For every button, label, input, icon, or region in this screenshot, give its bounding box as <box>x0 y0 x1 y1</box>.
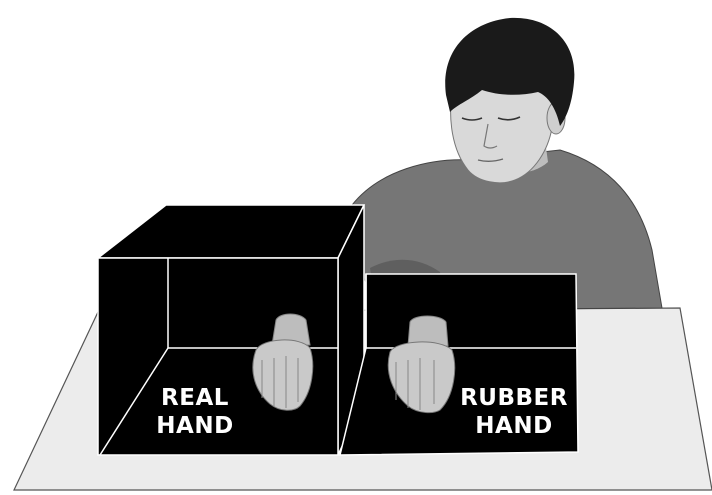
rubber-hand-label-line2: HAND <box>452 412 576 440</box>
real-hand-label-line2: HAND <box>150 412 240 440</box>
rubber-hand-label-line1: RUBBER <box>452 384 576 412</box>
rubber-hand-label: RUBBER HAND <box>452 384 576 440</box>
real-hand-label-line1: REAL <box>150 384 240 412</box>
real-hand-label: REAL HAND <box>150 384 240 440</box>
